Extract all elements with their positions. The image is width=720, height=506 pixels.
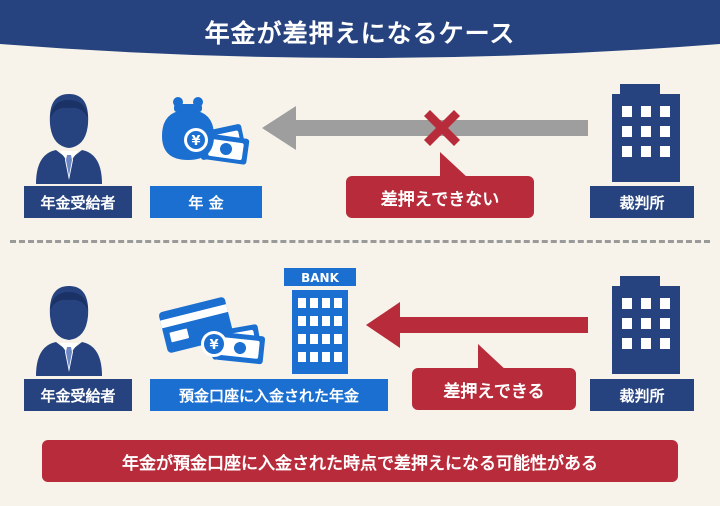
building-icon: [612, 276, 680, 374]
person-icon: [36, 94, 102, 184]
page-title: 年金が差押えになるケース: [204, 19, 516, 48]
coin-purse-icon: ¥: [162, 97, 250, 165]
svg-text:¥: ¥: [209, 338, 218, 353]
can-seize-callout: 差押えできる: [412, 368, 576, 410]
red-arrow-icon: [366, 302, 588, 348]
cross-icon: [424, 110, 460, 146]
section-divider: [10, 240, 710, 243]
title-banner: [0, 0, 720, 58]
person-icon: [36, 286, 102, 376]
pension-label: 年 金: [150, 186, 262, 218]
callout-pointer: [478, 344, 508, 372]
building-icon: [612, 84, 680, 182]
callout-pointer: [440, 152, 468, 178]
credit-card-icon: ¥: [159, 297, 266, 365]
cannot-seize-callout: 差押えできない: [346, 176, 534, 218]
court-label: 裁判所: [590, 379, 694, 411]
pensioner-label: 年金受給者: [24, 379, 132, 411]
court-label: 裁判所: [590, 186, 694, 218]
bank-sign: BANK: [301, 271, 339, 285]
pensioner-label: 年金受給者: [24, 186, 132, 218]
svg-text:¥: ¥: [191, 134, 200, 149]
summary-note: 年金が預金口座に入金された時点で差押えになる可能性がある: [42, 440, 678, 482]
deposited-pension-label: 預金口座に入金された年金: [150, 379, 388, 411]
bank-building-icon: [284, 268, 356, 374]
